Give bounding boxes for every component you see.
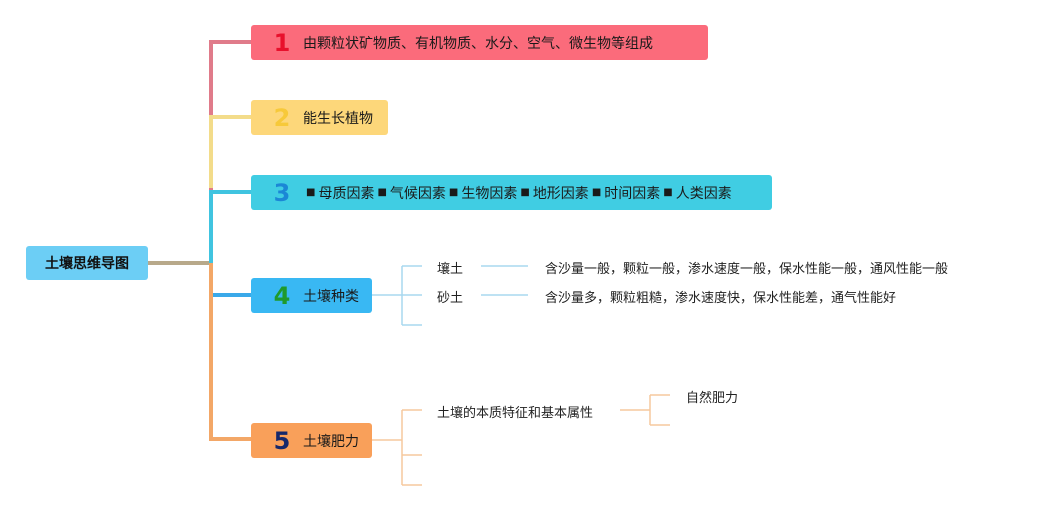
bullet-icon: ■ xyxy=(520,187,530,198)
root-label: 土壤思维导图 xyxy=(45,256,129,272)
bullet-icon: ■ xyxy=(448,187,459,198)
branch-3-number: 3 xyxy=(273,178,291,207)
branch-1-number: 1 xyxy=(273,28,291,57)
branch-4-connector xyxy=(209,263,251,297)
factor-item: 地形因素 xyxy=(532,185,589,202)
soil-type-1-desc[interactable]: 含沙量一般，颗粒一般，渗水速度一般，保水性能一般，通风性能一般 xyxy=(545,262,949,277)
factor-item: 母质因素 xyxy=(318,185,375,202)
branch-1-connector xyxy=(209,40,251,263)
soil-type-2-name[interactable]: 砂土 xyxy=(437,291,464,306)
soil-types-connector xyxy=(372,265,422,326)
branch-4-node[interactable]: 4 土壤种类 xyxy=(251,278,372,313)
branch-4-number: 4 xyxy=(273,281,291,310)
branch-2-number: 2 xyxy=(273,103,291,132)
fertility-child-connector xyxy=(620,394,670,426)
branch-5-label: 土壤肥力 xyxy=(303,433,359,450)
factor-item: 生物因素 xyxy=(461,185,518,202)
fertility-connector xyxy=(372,409,422,486)
factor-item: 人类因素 xyxy=(675,185,732,202)
soil-type-2-desc[interactable]: 含沙量多，颗粒粗糙，渗水速度快，保水性能差，通气性能好 xyxy=(545,291,897,306)
bullet-icon: ■ xyxy=(663,187,673,198)
factor-item: 时间因素 xyxy=(604,185,661,202)
branch-2-node[interactable]: 2 能生长植物 xyxy=(251,100,388,135)
branch-1-label: 由颗粒状矿物质、有机物质、水分、空气、微生物等组成 xyxy=(303,35,653,52)
branch-2-connector xyxy=(209,115,251,188)
bullet-icon: ■ xyxy=(377,187,387,198)
bullet-icon: ■ xyxy=(306,187,316,198)
branch-5-number: 5 xyxy=(273,426,291,455)
branch-5-node[interactable]: 5 土壤肥力 xyxy=(251,423,372,458)
branch-3-connector xyxy=(209,190,251,263)
branch-3-items: ■ 母质因素 ■ 气候因素 ■ 生物因素 ■ 地形因素 ■ 时间因素 ■ 人类因… xyxy=(303,183,732,203)
soil-type-1-name[interactable]: 壤土 xyxy=(437,262,464,277)
fertility-child[interactable]: 土壤的本质特征和基本属性 xyxy=(437,406,594,421)
bullet-icon: ■ xyxy=(591,187,602,198)
branch-1-node[interactable]: 1 由颗粒状矿物质、有机物质、水分、空气、微生物等组成 xyxy=(251,25,708,60)
branch-4-label: 土壤种类 xyxy=(303,288,359,305)
branch-2-label: 能生长植物 xyxy=(303,110,373,127)
branch-3-node[interactable]: 3 ■ 母质因素 ■ 气候因素 ■ 生物因素 ■ 地形因素 ■ 时间因素 ■ 人… xyxy=(251,175,772,210)
factor-item: 气候因素 xyxy=(389,185,446,202)
root-node[interactable]: 土壤思维导图 xyxy=(26,246,148,280)
fertility-grandchild[interactable]: 自然肥力 xyxy=(686,391,739,406)
branch-5-connector xyxy=(209,263,251,441)
